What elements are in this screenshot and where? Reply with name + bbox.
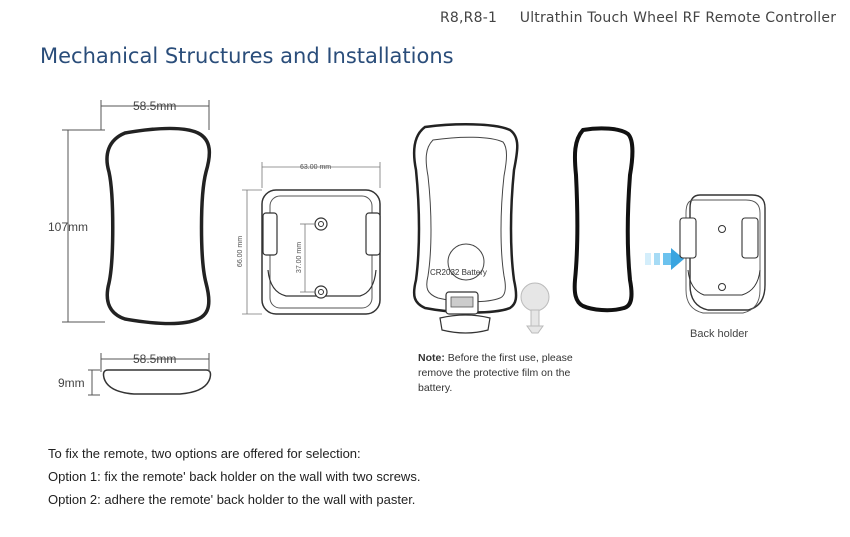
remote-side-view [88, 353, 212, 396]
page-header: R8,R8-1 Ultrathin Touch Wheel RF Remote … [440, 10, 836, 26]
side-width-dimension: 58.5mm [133, 352, 177, 366]
battery-label: CR2032 Battery [430, 268, 487, 277]
product-name: Ultrathin Touch Wheel RF Remote Controll… [519, 10, 837, 26]
battery-note: Note: Before the first use, please remov… [418, 351, 578, 396]
installation-instructions: To fix the remote, two options are offer… [48, 442, 420, 511]
instructions-option-2: Option 2: adhere the remote' back holder… [48, 492, 416, 507]
remote-thin-side [572, 126, 635, 313]
holder-width-dimension: 63.00 mm [300, 164, 332, 171]
section-title: Mechanical Structures and Installations [40, 44, 454, 68]
front-height-dimension: 107mm [48, 220, 89, 234]
front-width-dimension: 58.5mm [133, 99, 177, 113]
back-holder-3d-view [679, 194, 766, 314]
instructions-intro: To fix the remote, two options are offer… [48, 446, 361, 461]
note-prefix: Note: [418, 352, 445, 364]
screw-spacing-dimension: 37.00 mm [296, 241, 304, 274]
side-thickness-dimension: 9mm [58, 376, 85, 390]
note-text: Before the first use, please remove the … [418, 352, 573, 394]
back-holder-drawing [242, 162, 381, 315]
holder-height-dimension: 66.00 mm [237, 235, 245, 268]
model-number: R8,R8-1 [440, 10, 498, 26]
remote-back-with-battery [412, 123, 550, 334]
back-holder-label: Back holder [690, 328, 749, 340]
remote-front-view [62, 100, 212, 326]
insert-direction-arrow [645, 248, 684, 270]
instructions-option-1: Option 1: fix the remote' back holder on… [48, 469, 421, 484]
